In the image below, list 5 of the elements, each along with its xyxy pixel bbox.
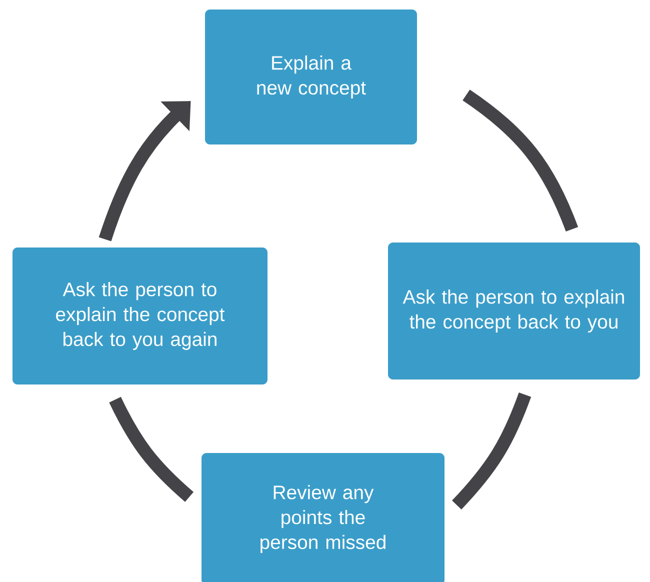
- process-box: Ask the person to explain the concept back to you: [388, 242, 640, 380]
- process-box: Explain a new concept: [205, 10, 417, 144]
- process-box: Ask the person to explain the concept back to you again: [12, 248, 268, 384]
- arrow: [98, 101, 191, 242]
- process-box: Review any points the person missed: [202, 453, 444, 582]
